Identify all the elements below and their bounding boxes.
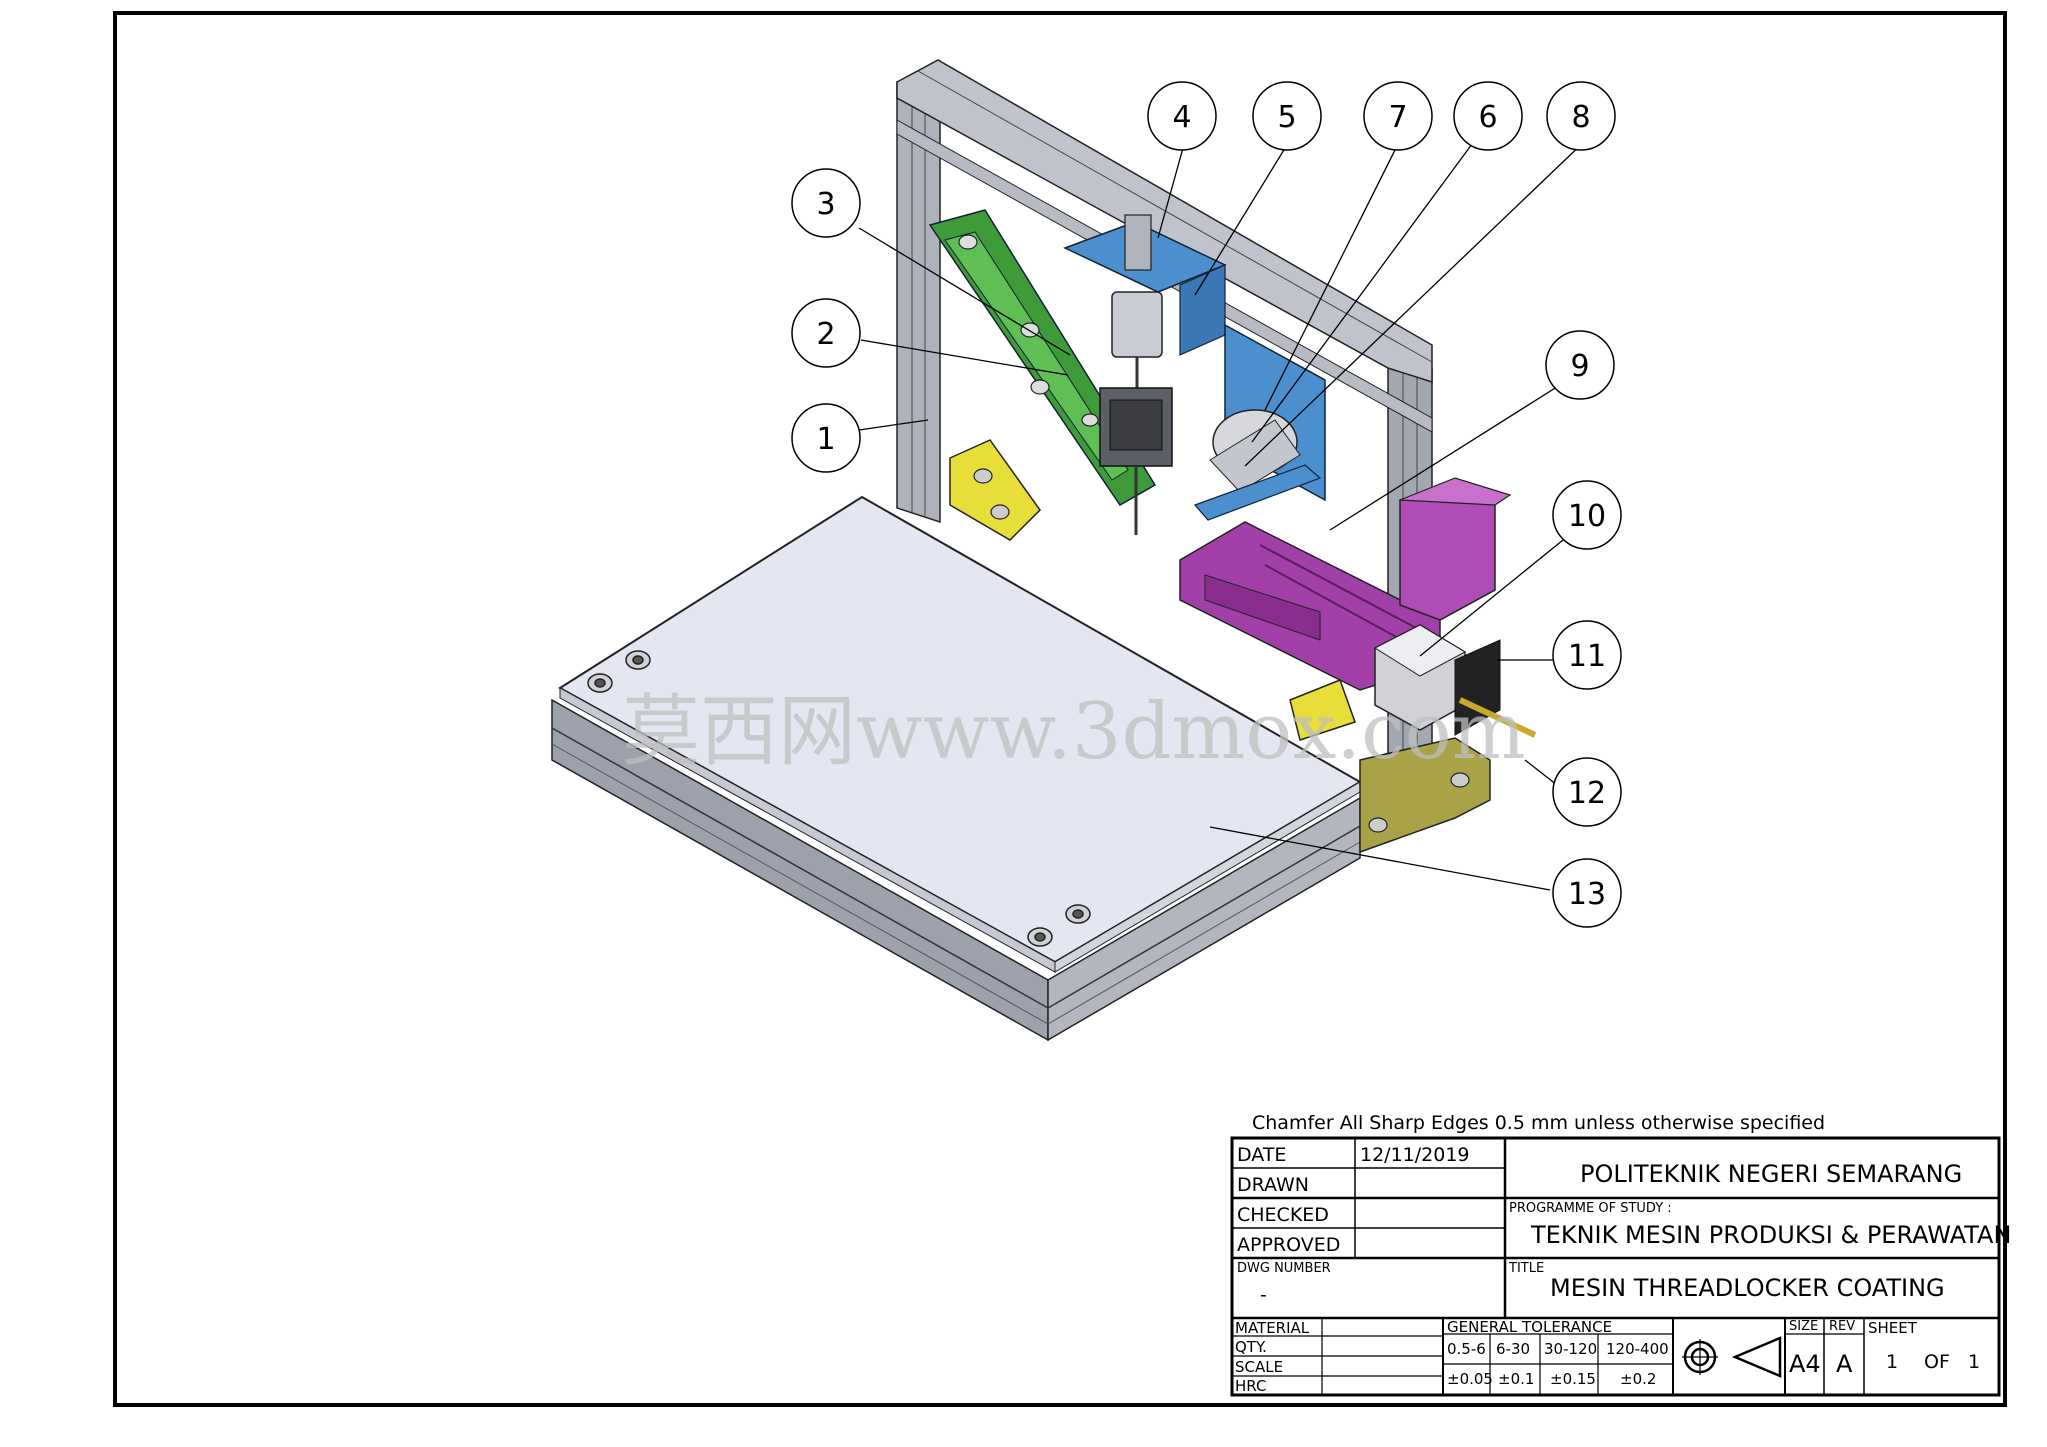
- size-label: SIZE: [1789, 1319, 1819, 1334]
- chamfer-note: Chamfer All Sharp Edges 0.5 mm unless ot…: [1252, 1112, 1826, 1134]
- title-block: [1230, 1136, 2001, 1397]
- balloon-2: 2: [791, 298, 861, 368]
- sheet-border: [113, 11, 2007, 1407]
- date-label: DATE: [1237, 1144, 1287, 1166]
- balloon-6: 6: [1453, 81, 1523, 151]
- tolerance-value: ±0.1: [1498, 1370, 1535, 1388]
- balloon-8: 8: [1546, 81, 1616, 151]
- tolerance-range: 30-120: [1544, 1340, 1598, 1358]
- approved-label: APPROVED: [1237, 1234, 1341, 1256]
- checked-label: CHECKED: [1237, 1204, 1329, 1226]
- base-extrusion-right: [1047, 796, 1361, 1042]
- size-value: A4: [1789, 1350, 1821, 1378]
- drawn-label: DRAWN: [1237, 1174, 1310, 1196]
- sheet-number: 1: [1886, 1351, 1899, 1373]
- qty-label: QTY.: [1235, 1338, 1267, 1356]
- date-value: 12/11/2019: [1360, 1144, 1470, 1166]
- programme-value: TEKNIK MESIN PRODUKSI & PERAWATAN: [1531, 1221, 2012, 1249]
- top-extrusion: [896, 59, 1433, 384]
- sheet-label: SHEET: [1868, 1319, 1917, 1337]
- institution-name: POLITEKNIK NEGERI SEMARANG: [1580, 1160, 1963, 1188]
- balloon-label: 6: [1478, 100, 1497, 135]
- projection-symbol-icon: [1682, 1336, 1782, 1378]
- title-label: TITLE: [1509, 1261, 1545, 1276]
- arm-bolt: [958, 234, 1099, 427]
- tolerance-range: 6-30: [1496, 1340, 1531, 1358]
- balloon-label: 7: [1388, 100, 1407, 135]
- balloon-1: 1: [791, 403, 861, 473]
- balloon-label: 1: [816, 422, 835, 457]
- yellow-bracket-left: [949, 439, 1041, 541]
- balloon-7: 7: [1363, 81, 1433, 151]
- balloon-label: 3: [816, 187, 835, 222]
- balloon-13: 13: [1552, 858, 1622, 928]
- tolerance-value: ±0.15: [1550, 1370, 1596, 1388]
- balloon-label: 11: [1568, 639, 1606, 674]
- balloon-3: 3: [791, 168, 861, 238]
- dwg-number-label: DWG NUMBER: [1237, 1261, 1331, 1276]
- dispenser-cylinder: [1111, 291, 1163, 358]
- programme-label: PROGRAMME OF STUDY :: [1509, 1201, 1672, 1216]
- plate-bolt: [587, 650, 1091, 947]
- sheet-of: OF: [1924, 1351, 1950, 1373]
- watermark: 莫西网www.3dmox.com: [622, 687, 1526, 777]
- balloon-label: 2: [816, 317, 835, 352]
- balloon-label: 8: [1571, 100, 1590, 135]
- tolerance-value: ±0.2: [1620, 1370, 1657, 1388]
- olive-bracket: [1359, 737, 1491, 854]
- lead-screw: [1458, 697, 1537, 738]
- balloon-9: 9: [1545, 330, 1615, 400]
- leader-lines: [858, 137, 1589, 891]
- balloon-11: 11: [1552, 620, 1622, 690]
- sheet-total: 1: [1968, 1351, 1981, 1373]
- balloon-label: 13: [1568, 877, 1606, 912]
- dwg-number-value: -: [1260, 1284, 1267, 1306]
- tolerance-range: 0.5-6: [1447, 1340, 1486, 1358]
- drawing-title: MESIN THREADLOCKER COATING: [1550, 1274, 1945, 1302]
- balloon-12: 12: [1552, 757, 1622, 827]
- balloon-10: 10: [1552, 480, 1622, 550]
- assembly-illustration: [551, 59, 1537, 1042]
- rev-value: A: [1836, 1350, 1853, 1378]
- yellow-bracket-right: [1289, 679, 1356, 741]
- balloon-label: 4: [1172, 100, 1191, 135]
- tolerance-value: ±0.05: [1447, 1370, 1493, 1388]
- hrc-label: HRC: [1235, 1377, 1267, 1395]
- blue-slot-plate: [1193, 464, 1322, 521]
- material-label: MATERIAL: [1235, 1319, 1310, 1337]
- balloon-5: 5: [1252, 81, 1322, 151]
- balloon-label: 12: [1568, 776, 1606, 811]
- balloon-4: 4: [1147, 81, 1217, 151]
- balloon-label: 10: [1568, 499, 1606, 534]
- balloon-label: 9: [1570, 349, 1589, 384]
- tolerance-range: 120-400: [1606, 1340, 1669, 1358]
- scale-label: SCALE: [1235, 1358, 1284, 1376]
- rev-label: REV: [1829, 1319, 1856, 1334]
- general-tolerance-label: GENERAL TOLERANCE: [1447, 1318, 1613, 1336]
- balloon-label: 5: [1277, 100, 1296, 135]
